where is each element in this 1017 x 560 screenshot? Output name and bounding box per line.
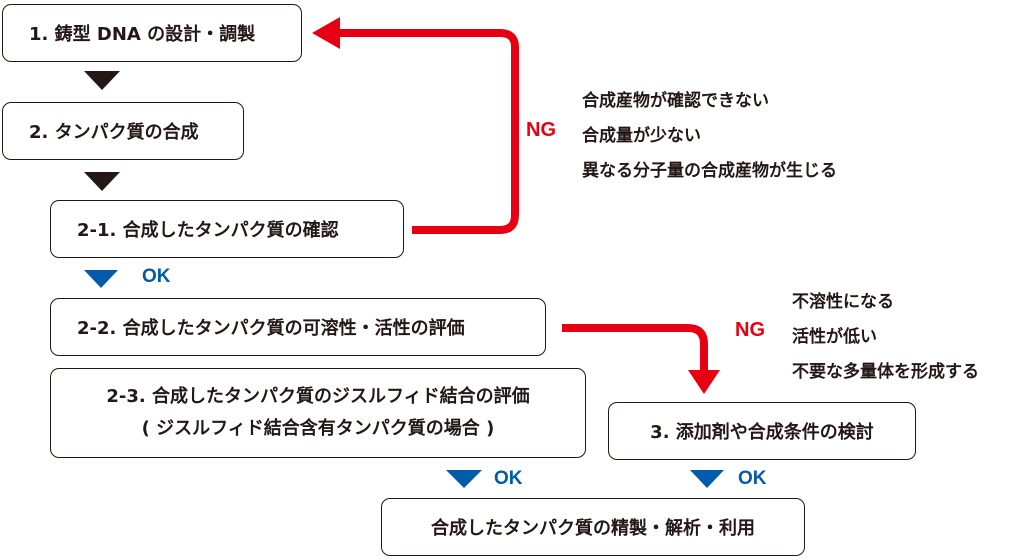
step-2-label: 2. タンパク質の合成 [29, 122, 199, 143]
step-2-2-box: 2-2. 合成したタンパク質の可溶性・活性の評価 [50, 298, 546, 356]
step-2-1-box: 2-1. 合成したタンパク質の確認 [50, 200, 404, 258]
final-label: 合成したタンパク質の精製・解析・利用 [431, 518, 755, 539]
step-3-label: 3. 添加剤や合成条件の検討 [650, 422, 874, 443]
ng1-reason-2: 合成量が少ない [582, 126, 701, 146]
ng-side-arrowhead [688, 370, 720, 394]
ng2-reason-1: 不溶性になる [792, 292, 894, 312]
final-box: 合成したタンパク質の精製・解析・利用 [381, 498, 805, 556]
ng2-reason-2: 活性が低い [792, 327, 877, 347]
step-1-label: 1. 鋳型 DNA の設計・調製 [29, 24, 256, 45]
step-1-box: 1. 鋳型 DNA の設計・調製 [2, 4, 302, 62]
ok-arrow-3 [690, 470, 724, 488]
step-2-3-note: ( ジスルフィド結合含有タンパク質の場合 ) [141, 418, 495, 439]
ng-side-arrow [562, 324, 708, 372]
ok-label-3: OK [738, 468, 767, 489]
ng-label-1: NG [526, 119, 556, 141]
ng-loop-arrowhead [312, 17, 340, 49]
ok-label-2: OK [494, 468, 523, 489]
step-3-box: 3. 添加剤や合成条件の検討 [608, 402, 916, 460]
ok-arrow-2 [446, 470, 482, 488]
ng1-reason-1: 合成産物が確認できない [582, 91, 769, 111]
ok-arrow-1 [84, 270, 118, 288]
ok-label-1: OK [142, 266, 171, 287]
step-2-2-label: 2-2. 合成したタンパク質の可溶性・活性の評価 [77, 318, 465, 339]
ng1-reason-3: 異なる分子量の合成産物が生じる [582, 161, 837, 181]
step-2-box: 2. タンパク質の合成 [2, 102, 244, 160]
ng2-reason-3: 不要な多量体を形成する [792, 362, 979, 382]
down-arrow-1 [84, 71, 120, 90]
step-2-3-label: 2-3. 合成したタンパク質のジスルフィド結合の評価 [106, 386, 530, 407]
ng-loop-arrow [330, 29, 519, 234]
step-2-3-box: 2-3. 合成したタンパク質のジスルフィド結合の評価 ( ジスルフィド結合含有タ… [50, 368, 586, 458]
step-2-1-label: 2-1. 合成したタンパク質の確認 [77, 220, 339, 241]
down-arrow-2 [84, 172, 120, 191]
ng-label-2: NG [735, 319, 765, 341]
